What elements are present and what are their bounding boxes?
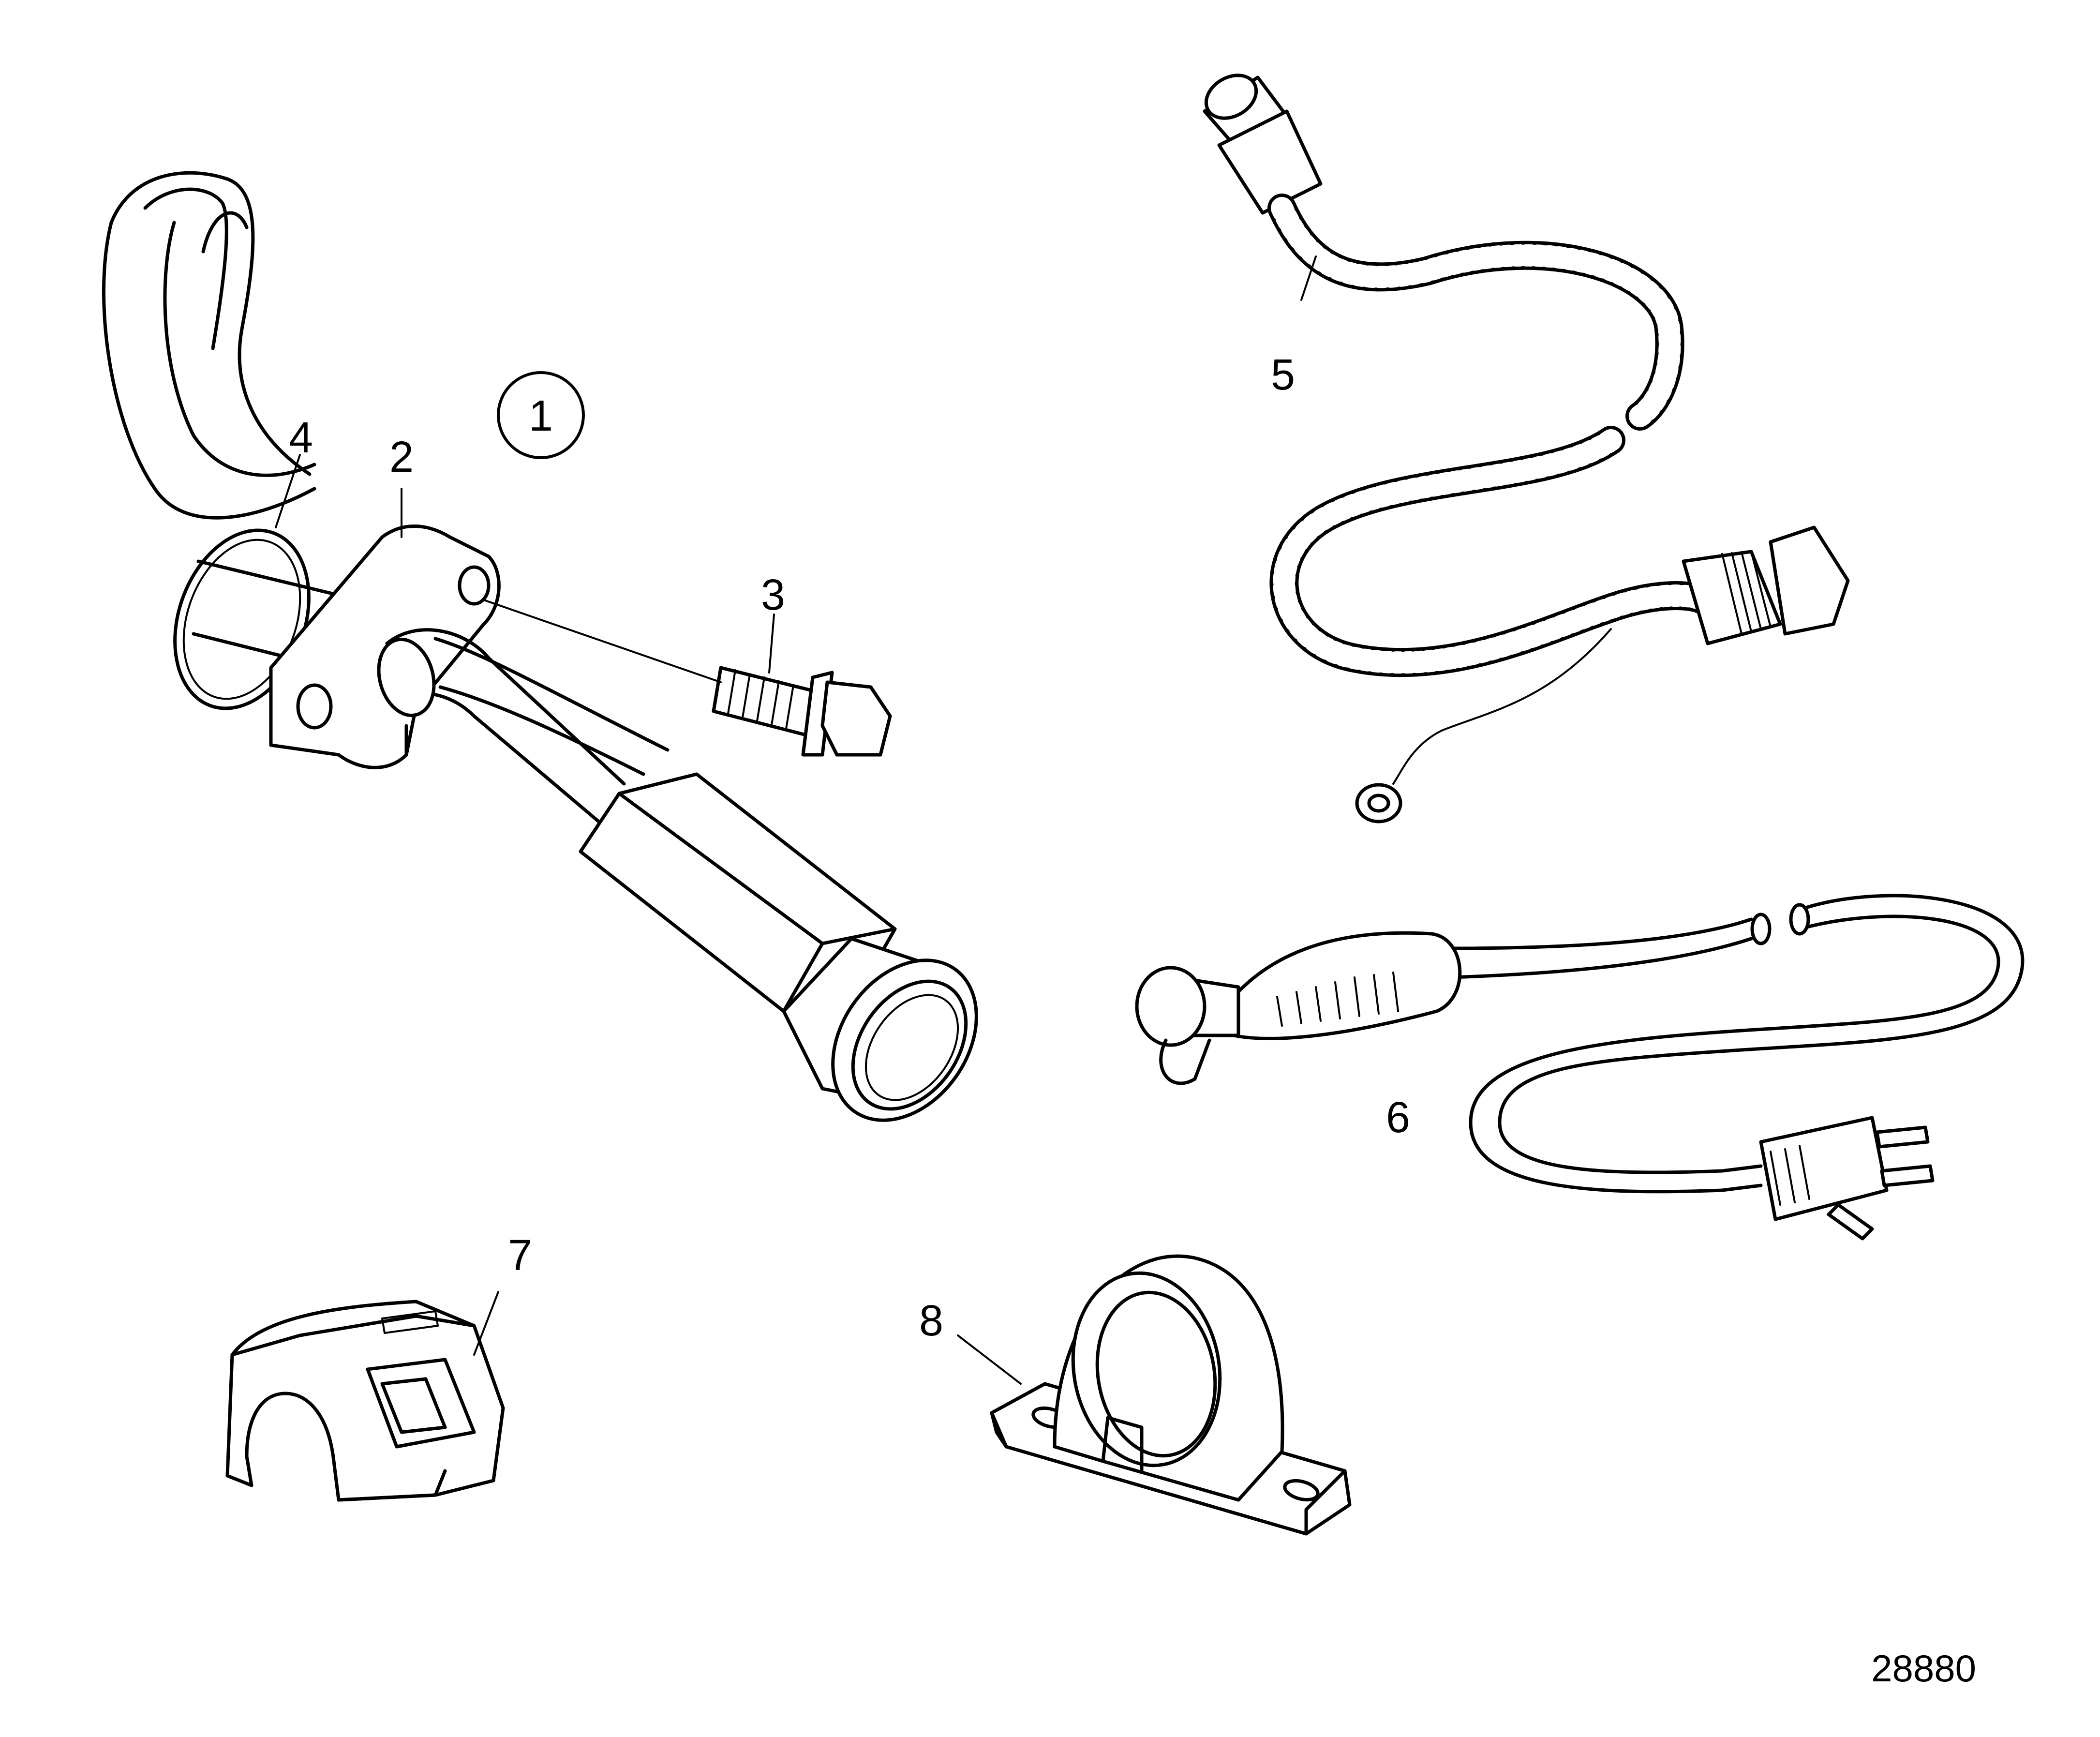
o-ring-inner bbox=[182, 539, 301, 700]
bolt-hex-head bbox=[820, 680, 892, 757]
cord-wire-inner bbox=[1449, 914, 2000, 1194]
bracket-base-edge bbox=[990, 1411, 1347, 1536]
ground-ring-terminal bbox=[1355, 783, 1402, 824]
heater-body-edge bbox=[617, 792, 897, 1013]
corrugated-hose-upper bbox=[1267, 194, 1684, 431]
tube-end-ring bbox=[377, 637, 436, 718]
cable-clip bbox=[225, 1300, 505, 1502]
callout-5: 5 bbox=[1271, 351, 1295, 399]
leader-4 bbox=[275, 454, 301, 528]
callout-2: 2 bbox=[389, 433, 414, 481]
clip-body bbox=[225, 1300, 505, 1502]
callout-8: 8 bbox=[919, 1297, 943, 1345]
hex-bolt bbox=[712, 666, 892, 757]
mains-plug-ribs bbox=[1770, 1145, 1810, 1206]
leader-8 bbox=[957, 1334, 1022, 1385]
cord-cut-end-a bbox=[1750, 913, 1772, 945]
clip-window bbox=[366, 1358, 476, 1449]
tube-front-3 bbox=[433, 637, 670, 752]
cable-connector-ribs bbox=[1721, 551, 1772, 635]
clip-edge bbox=[230, 1314, 476, 1502]
cable-connector-cap bbox=[1769, 525, 1850, 636]
callout-6: 6 bbox=[1386, 1093, 1410, 1142]
leader-5 bbox=[1300, 255, 1317, 301]
clip-marking bbox=[381, 1310, 439, 1334]
tube-front-2 bbox=[395, 691, 602, 824]
corrugated-hose-upper-fill bbox=[1271, 197, 1681, 427]
callout-4: 4 bbox=[289, 414, 313, 462]
ground-wire bbox=[1392, 628, 1612, 785]
callouts: 1 2 3 4 5 6 7 8 bbox=[289, 351, 1410, 1345]
leader-7 bbox=[473, 1291, 499, 1356]
power-cord bbox=[1135, 894, 2025, 1241]
clip-slot bbox=[380, 1377, 447, 1434]
corrugated-cable-harness bbox=[1203, 74, 1850, 824]
corrugated-hose-lower-fill bbox=[1273, 429, 1714, 674]
cord-wire-outer bbox=[1449, 894, 2025, 1174]
callout-3: 3 bbox=[761, 571, 785, 619]
heater-socket-inner bbox=[864, 994, 959, 1101]
mounting-bracket bbox=[990, 1254, 1352, 1536]
callout-1-circle bbox=[497, 371, 585, 459]
flange-bolt-hole-right bbox=[458, 565, 491, 606]
reference-number: 28880 bbox=[1871, 1647, 1976, 1690]
ground-ring-hole bbox=[1367, 794, 1390, 813]
bracket-hole-right bbox=[1283, 1479, 1320, 1502]
heater-loop-outer bbox=[102, 171, 316, 520]
leader-3 bbox=[768, 614, 775, 674]
leader-lines bbox=[275, 255, 1317, 1385]
bracket-saddle-foot bbox=[1101, 1416, 1144, 1473]
cord-cut-end-b bbox=[1789, 903, 1810, 936]
mains-plug-ground-pin bbox=[1827, 1203, 1874, 1241]
tube-front-1 bbox=[385, 628, 626, 786]
leader-3b bbox=[483, 599, 722, 683]
mains-plug-prong-upper bbox=[1875, 1125, 1930, 1149]
heater-element-assembly bbox=[102, 171, 978, 1122]
bracket-saddle-bore-inner bbox=[1095, 1290, 1217, 1458]
tube-upper bbox=[196, 559, 341, 597]
mains-plug-prong-lower bbox=[1880, 1164, 1935, 1187]
heater-socket-opening bbox=[851, 979, 968, 1111]
tube-front-4 bbox=[438, 685, 645, 776]
cord-grip-ribs bbox=[1276, 972, 1399, 1027]
flange-bolt-hole-left bbox=[296, 683, 333, 730]
cable-end-sleeve bbox=[1217, 109, 1323, 215]
flange-edge bbox=[269, 719, 408, 757]
heater-plug-head bbox=[1135, 966, 1206, 1047]
cable-end-plug-face bbox=[1204, 74, 1258, 120]
cord-grip bbox=[1232, 931, 1462, 1040]
callout-1: 1 bbox=[529, 392, 553, 440]
callout-7: 7 bbox=[508, 1231, 532, 1280]
bolt-thread bbox=[727, 669, 794, 730]
heater-loop-back bbox=[143, 187, 228, 350]
heater-plug-loop bbox=[1159, 1038, 1211, 1085]
